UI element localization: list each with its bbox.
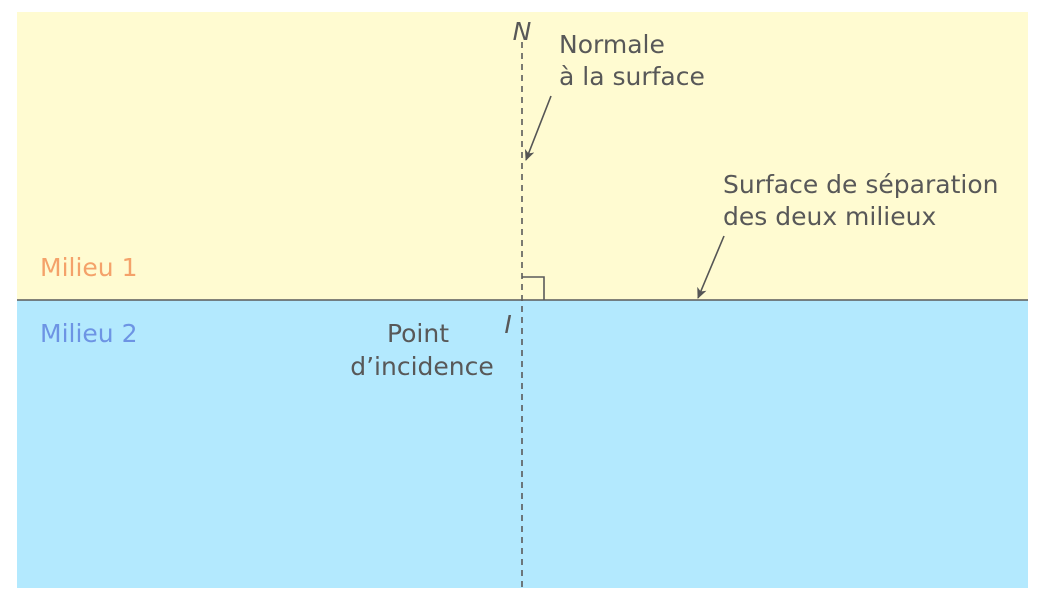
normal-annotation-line-2: à la surface xyxy=(559,62,705,91)
right-angle-marker xyxy=(522,276,545,300)
incidence-point-label: I xyxy=(504,310,511,339)
medium-2-label: Milieu 2 xyxy=(40,319,138,348)
normal-point-label: N xyxy=(513,17,532,46)
surface-annotation-arrow xyxy=(697,235,725,299)
normal-annotation-arrow xyxy=(524,95,552,161)
surface-annotation-line-2: des deux milieux xyxy=(723,202,936,231)
incidence-annotation-line-1: Point xyxy=(387,319,449,348)
incidence-annotation-line-2: d’incidence xyxy=(350,352,494,381)
normal-annotation-line-1: Normale xyxy=(559,30,665,59)
surface-annotation-line-1: Surface de séparation xyxy=(723,170,998,199)
medium-1-label: Milieu 1 xyxy=(40,253,138,282)
